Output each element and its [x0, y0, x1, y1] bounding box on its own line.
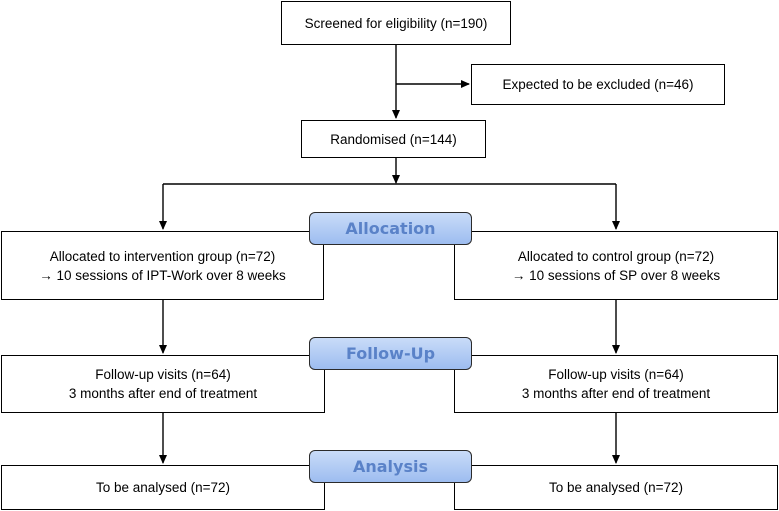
alloc-intervention-line1: Allocated to intervention group (n=72) [49, 248, 276, 264]
randomised-box: Randomised (n=144) [301, 120, 486, 158]
stage-allocation: Allocation [309, 212, 472, 245]
alloc-control-line1: Allocated to control group (n=72) [517, 248, 715, 264]
followup-left-line2: 3 months after end of treatment [68, 386, 258, 401]
alloc-intervention-line2: → 10 sessions of IPT-Work over 8 weeks [39, 267, 286, 283]
analysed-left-box: To be analysed (n=72) [1, 465, 325, 510]
analysed-right-box: To be analysed (n=72) [454, 465, 778, 510]
alloc-intervention-box: Allocated to intervention group (n=72) →… [1, 231, 324, 300]
stage-analysis: Analysis [309, 450, 472, 483]
followup-right-line1: Follow-up visits (n=64) [548, 367, 684, 382]
alloc-control-box: Allocated to control group (n=72) → 10 s… [454, 231, 778, 300]
excluded-label: Expected to be excluded (n=46) [502, 77, 694, 92]
analysed-left-label: To be analysed (n=72) [96, 480, 230, 495]
followup-left-line1: Follow-up visits (n=64) [95, 367, 231, 382]
alloc-control-line2: → 10 sessions of SP over 8 weeks [511, 267, 721, 283]
screened-label: Screened for eligibility (n=190) [304, 15, 488, 31]
stage-analysis-label: Analysis [352, 457, 428, 476]
stage-allocation-label: Allocation [345, 219, 436, 238]
followup-right-line2: 3 months after end of treatment [521, 386, 711, 401]
randomised-label: Randomised (n=144) [330, 131, 457, 147]
analysed-right-label: To be analysed (n=72) [549, 480, 683, 495]
followup-left-box: Follow-up visits (n=64) 3 months after e… [1, 355, 325, 413]
stage-followup: Follow-Up [309, 337, 472, 370]
excluded-box: Expected to be excluded (n=46) [471, 64, 725, 105]
screened-box: Screened for eligibility (n=190) [281, 1, 511, 45]
followup-right-box: Follow-up visits (n=64) 3 months after e… [454, 355, 778, 413]
stage-followup-label: Follow-Up [345, 344, 436, 363]
